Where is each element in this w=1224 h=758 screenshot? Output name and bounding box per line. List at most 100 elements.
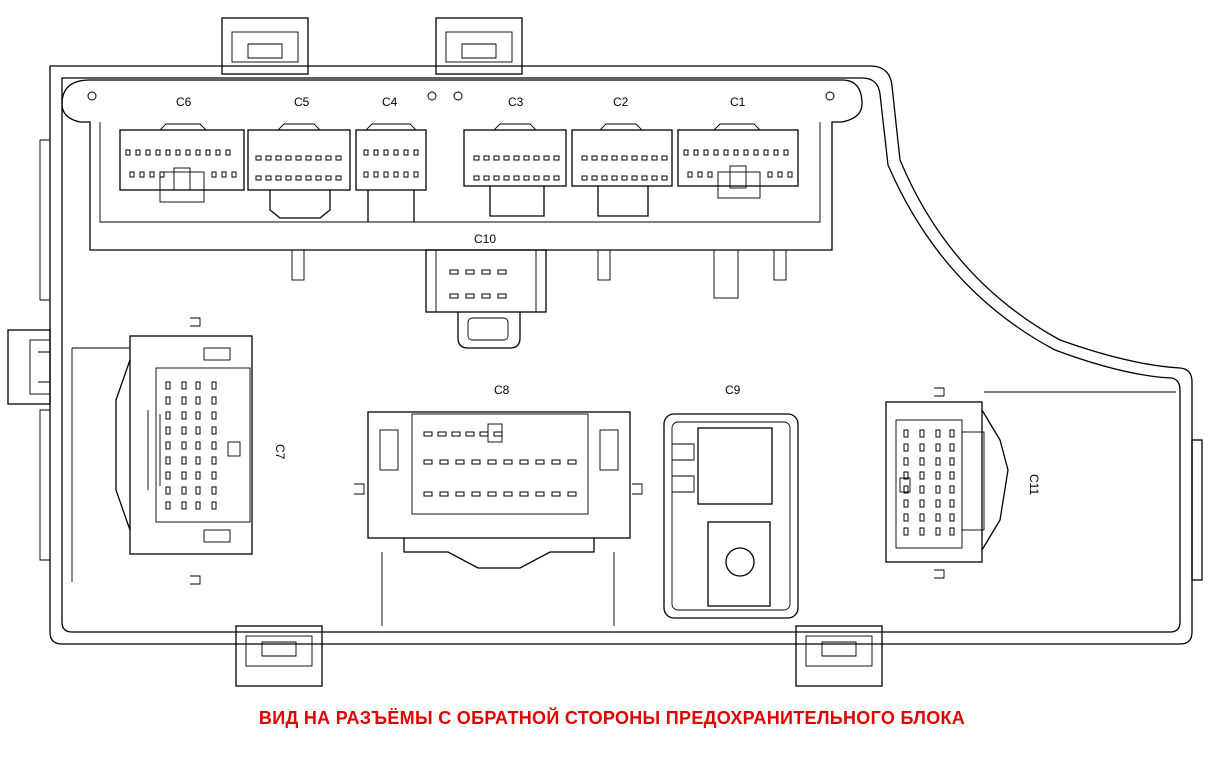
pin-cavity [493, 431, 503, 437]
pin-cavity [503, 175, 510, 181]
connector-c9 [663, 413, 799, 619]
pin-cavity [703, 149, 709, 156]
pin-cavity [935, 443, 941, 452]
pin-cavity [165, 426, 171, 435]
pin-cavity [787, 171, 793, 178]
pin-cavity [305, 175, 312, 181]
pin-cavity [551, 459, 561, 465]
label-c7: C7 [273, 444, 287, 460]
pin-cavity [423, 431, 433, 437]
pin-cavity [181, 426, 187, 435]
pin-cavity [439, 491, 449, 497]
pin-cavity [455, 491, 465, 497]
pin-cavity [165, 471, 171, 480]
pin-cavity [295, 175, 302, 181]
pin-cavity [919, 443, 925, 452]
pin-cavity [225, 149, 231, 156]
pin-cavity [503, 155, 510, 161]
pin-cavity [145, 149, 151, 156]
pin-cavity [221, 171, 227, 178]
pin-cavity [437, 431, 447, 437]
pin-cavity [483, 155, 490, 161]
pin-cavity [181, 501, 187, 510]
pin-cavity [493, 155, 500, 161]
connector-c8 [354, 411, 643, 626]
pin-cavity [935, 471, 941, 480]
pin-cavity [631, 175, 638, 181]
label-c3: C3 [508, 95, 524, 109]
pin-cavity [903, 457, 909, 466]
pin-cavity [601, 175, 608, 181]
pin-cavity [165, 501, 171, 510]
pin-cavity [471, 459, 481, 465]
pin-cavity [181, 486, 187, 495]
pin-cavity [315, 155, 322, 161]
pin-cavity [533, 155, 540, 161]
pin-cavity [451, 431, 461, 437]
pin-cavity [661, 175, 668, 181]
pin-cavity [129, 171, 135, 178]
connector-c10 [425, 249, 547, 349]
pin-cavity [195, 471, 201, 480]
pin-cavity [181, 381, 187, 390]
pin-cavity [315, 175, 322, 181]
pin-cavity [473, 155, 480, 161]
label-c1: C1 [730, 95, 746, 109]
pin-cavity [135, 149, 141, 156]
pin-cavity [567, 459, 577, 465]
pin-cavity [631, 155, 638, 161]
pin-cavity [383, 171, 389, 178]
pin-cavity [211, 501, 217, 510]
pin-cavity [553, 175, 560, 181]
pin-cavity [535, 491, 545, 497]
pin-cavity [139, 171, 145, 178]
pin-cavity [149, 171, 155, 178]
pin-cavity [413, 149, 419, 156]
connector-c2 [571, 123, 673, 217]
pin-cavity [641, 155, 648, 161]
pin-cavity [919, 485, 925, 494]
pin-cavity [373, 171, 379, 178]
pin-cavity [487, 491, 497, 497]
pin-cavity [551, 491, 561, 497]
pin-cavity [125, 149, 131, 156]
pin-cavity [543, 175, 550, 181]
pin-cavity [919, 471, 925, 480]
pin-cavity [621, 155, 628, 161]
pin-cavity [935, 457, 941, 466]
pin-cavity [949, 485, 955, 494]
pin-cavity [743, 149, 749, 156]
pin-cavity [611, 155, 618, 161]
pin-cavity [275, 175, 282, 181]
pin-cavity [195, 426, 201, 435]
pin-cavity [503, 459, 513, 465]
pin-cavity [449, 269, 459, 275]
pin-cavity [591, 155, 598, 161]
pin-cavity [481, 269, 491, 275]
pin-cavity [493, 175, 500, 181]
pin-cavity [581, 175, 588, 181]
pin-cavity [763, 149, 769, 156]
pin-cavity [723, 149, 729, 156]
pin-cavity [621, 175, 628, 181]
pin-cavity [919, 513, 925, 522]
pin-cavity [903, 513, 909, 522]
connector-c4 [355, 123, 427, 222]
label-c6: C6 [176, 95, 192, 109]
pin-cavity [919, 429, 925, 438]
pin-cavity [601, 155, 608, 161]
pin-cavity [465, 293, 475, 299]
pin-cavity [949, 429, 955, 438]
pin-cavity [935, 499, 941, 508]
pin-cavity [211, 171, 217, 178]
pin-cavity [165, 149, 171, 156]
pin-cavity [903, 485, 909, 494]
connector-pins [125, 149, 955, 536]
pin-cavity [713, 149, 719, 156]
pin-cavity [185, 149, 191, 156]
pin-cavity [275, 155, 282, 161]
pin-cavity [497, 269, 507, 275]
pin-cavity [165, 456, 171, 465]
pin-cavity [767, 171, 773, 178]
pin-cavity [231, 171, 237, 178]
